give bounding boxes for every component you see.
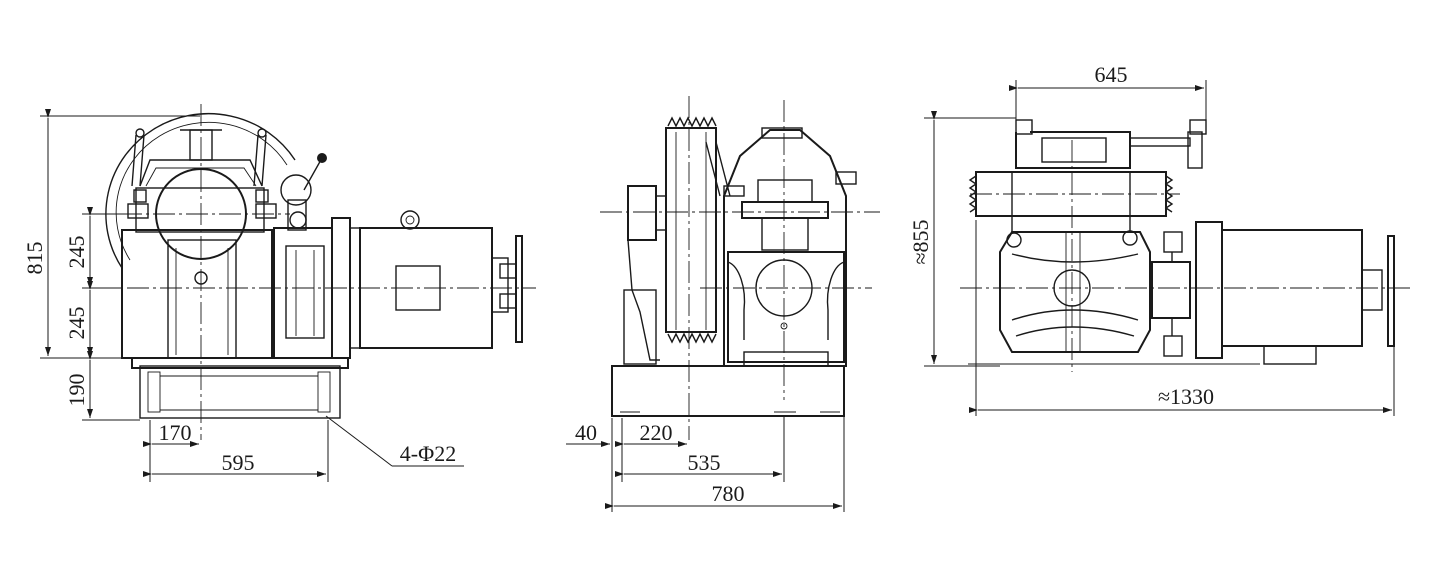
dim-40: 40: [575, 420, 597, 445]
dim-645: 645: [1095, 62, 1128, 87]
dim-220: 220: [640, 420, 673, 445]
dim-245-lower: 245: [64, 307, 89, 340]
dim-170: 170: [159, 420, 192, 445]
top-view: [924, 80, 1410, 416]
dim-595: 595: [222, 450, 255, 475]
dim-535: 535: [688, 450, 721, 475]
side-view: [566, 96, 880, 512]
dim-815: 815: [22, 242, 47, 275]
dim-780: 780: [712, 481, 745, 506]
dim-1330: ≈1330: [1158, 384, 1214, 409]
dim-190: 190: [64, 374, 89, 407]
dim-245-upper: 245: [64, 236, 89, 269]
front-view: [40, 104, 536, 482]
dim-855: ≈855: [908, 219, 933, 264]
dim-4-holes: 4-Φ22: [400, 441, 456, 466]
